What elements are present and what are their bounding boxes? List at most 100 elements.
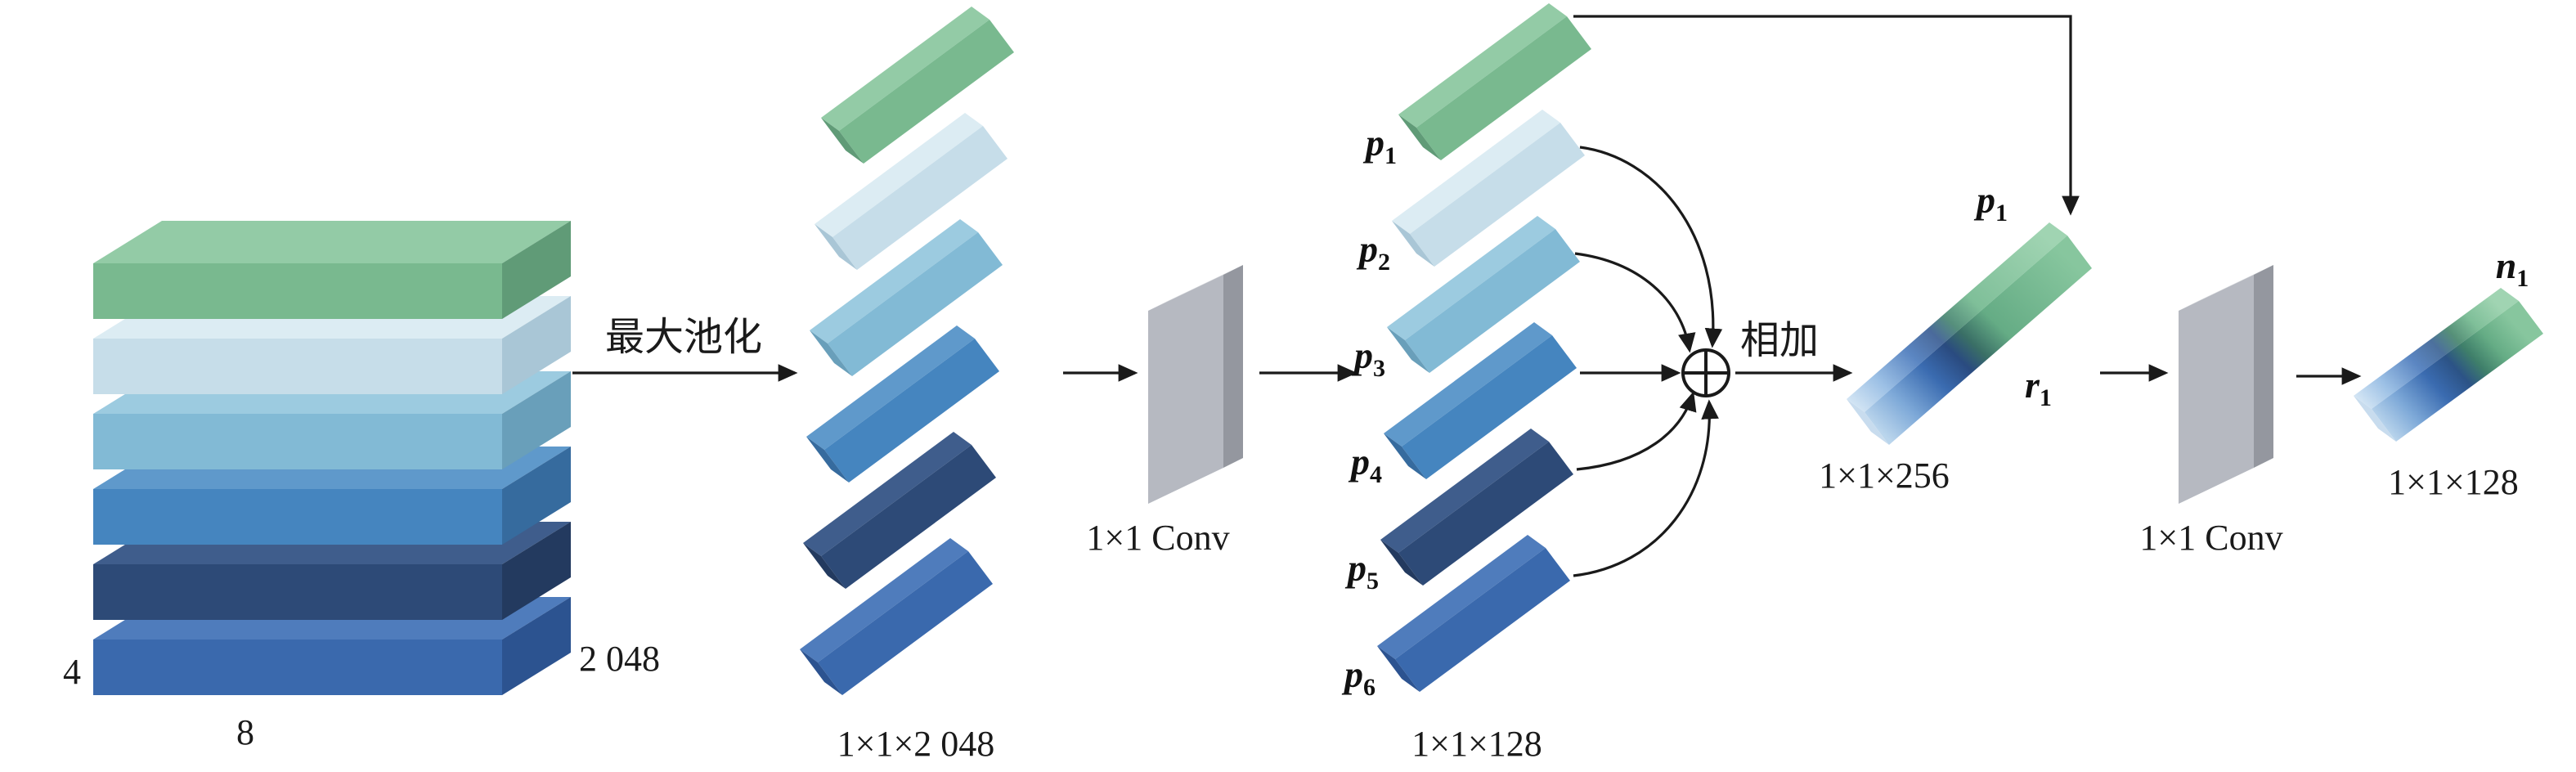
sum-curve-p6 [1573, 399, 1719, 577]
slab-side-face [502, 371, 571, 469]
bar-end-cap [2354, 396, 2396, 442]
slab-top-face [93, 221, 571, 263]
slab-side-face [502, 296, 571, 394]
bar-top-face [800, 538, 968, 662]
stack-width-label: 8 [236, 712, 254, 752]
pooled-bar-4 [806, 325, 999, 482]
bar-top-face [815, 113, 983, 237]
stack-height-label: 4 [63, 652, 81, 692]
bar-main-face [824, 339, 999, 482]
bar-main-face [1865, 236, 2092, 445]
sum-connections [1573, 15, 2080, 577]
bar-top-face [806, 325, 975, 450]
bar-end-cap [806, 437, 849, 482]
sum-node: 相加 [1681, 319, 1819, 397]
bar-end-cap [815, 224, 857, 270]
conv-side-face [1223, 265, 1243, 468]
bar-main-face [832, 126, 1008, 270]
conv1-label: 1×1 Conv [1086, 518, 1229, 558]
bar-top-face [1392, 110, 1560, 234]
slab-front-face [93, 564, 502, 620]
bar-end-cap [800, 649, 842, 695]
pooled-bar-5 [803, 432, 996, 589]
conv2-label: 1×1 Conv [2139, 518, 2282, 558]
bar-top-face [2354, 288, 2519, 409]
bar-end-cap [810, 330, 852, 376]
bar-main-face [1402, 335, 1577, 479]
p-label-5: p5 [1344, 547, 1379, 595]
bar-main-face [1416, 16, 1591, 160]
bar-top-face [1398, 3, 1567, 128]
bar-main-face [1405, 229, 1580, 373]
p-bar-3 [1387, 216, 1580, 373]
pooled-bar-1 [821, 7, 1014, 164]
bar-end-cap [1398, 114, 1441, 160]
bar-top-face [1380, 429, 1549, 553]
p-bar-5 [1380, 429, 1573, 586]
bar-end-cap [1387, 327, 1429, 373]
bar-top-face [810, 219, 978, 343]
bar-main-face [818, 551, 993, 695]
merged-dim-label: 1×1×256 [1819, 456, 1950, 496]
bar-main-face [1398, 442, 1573, 586]
slab-side-face [502, 221, 571, 319]
conv-front-face [1148, 275, 1223, 504]
bar-top-face [1384, 322, 1552, 447]
conv2-layer: 1×1 Conv [2139, 265, 2283, 558]
bar-main-face [839, 20, 1014, 164]
bar-top-face [1377, 535, 1546, 659]
bar-end-cap [803, 543, 846, 589]
p-label-1: p1 [1362, 122, 1397, 169]
pooled-bar-2 [815, 113, 1008, 270]
merged-p1-label: p1 [1973, 179, 2008, 227]
bar-end-cap [1392, 221, 1434, 267]
pooled-dim-label: 1×1×2 048 [837, 724, 995, 764]
sum-curve-p3 [1574, 252, 1696, 353]
bar-main-face [828, 232, 1003, 376]
p-bar-2 [1392, 110, 1585, 267]
slab-front-face [93, 263, 502, 319]
bar-main-face [2372, 301, 2543, 442]
bar-end-cap [1380, 540, 1423, 586]
p-label-2: p2 [1356, 228, 1390, 276]
conv-top-face [1148, 265, 1243, 311]
bar-end-cap [1847, 399, 1889, 445]
bar-end-cap [1377, 646, 1420, 692]
pooled-bar-6 [800, 538, 993, 695]
p-bar-stack: p1 p2 p3 p4 p5 p6 1×1×128 [1341, 3, 1591, 764]
bar-main-face [821, 445, 996, 589]
slab-front-face [93, 339, 502, 394]
stack-slab-1 [93, 221, 571, 319]
p-label-6: p6 [1341, 653, 1376, 701]
bar-top-face [1387, 216, 1555, 340]
conv-top-face [2179, 265, 2273, 311]
output-bar: n1 1×1×128 [2354, 245, 2543, 502]
slab-side-face [502, 522, 571, 620]
bar-top-face [803, 432, 972, 556]
pooled-bar-3 [810, 219, 1003, 376]
merged-r1-label: r1 [2025, 364, 2052, 411]
conv-side-face [2254, 265, 2273, 468]
p-bar-6 [1377, 535, 1570, 692]
p-bar-1 [1398, 3, 1591, 160]
slab-front-face [93, 489, 502, 545]
bar-main-face [1410, 123, 1585, 267]
stack-channels-label: 2 048 [579, 639, 660, 679]
sum-label: 相加 [1740, 319, 1819, 362]
conv-front-face [2179, 275, 2254, 504]
p1-skip-connection [1573, 15, 2080, 216]
input-feature-stack: 4 2 048 8 [63, 221, 660, 752]
maxpool-label: 最大池化 [605, 316, 762, 359]
p-bar-4 [1384, 322, 1577, 479]
p-dim-label: 1×1×128 [1411, 724, 1542, 764]
maxpool-step: 最大池化 [572, 316, 798, 382]
sum-curve-p5 [1576, 391, 1697, 471]
slab-front-face [93, 414, 502, 469]
slab-side-face [502, 447, 571, 545]
sum-curve-p2 [1579, 146, 1723, 348]
pooled-bar-stack: 1×1×2 048 [800, 7, 1014, 764]
bar-top-face [821, 7, 990, 131]
p-label-3: p3 [1351, 334, 1385, 382]
bar-end-cap [1384, 433, 1426, 479]
